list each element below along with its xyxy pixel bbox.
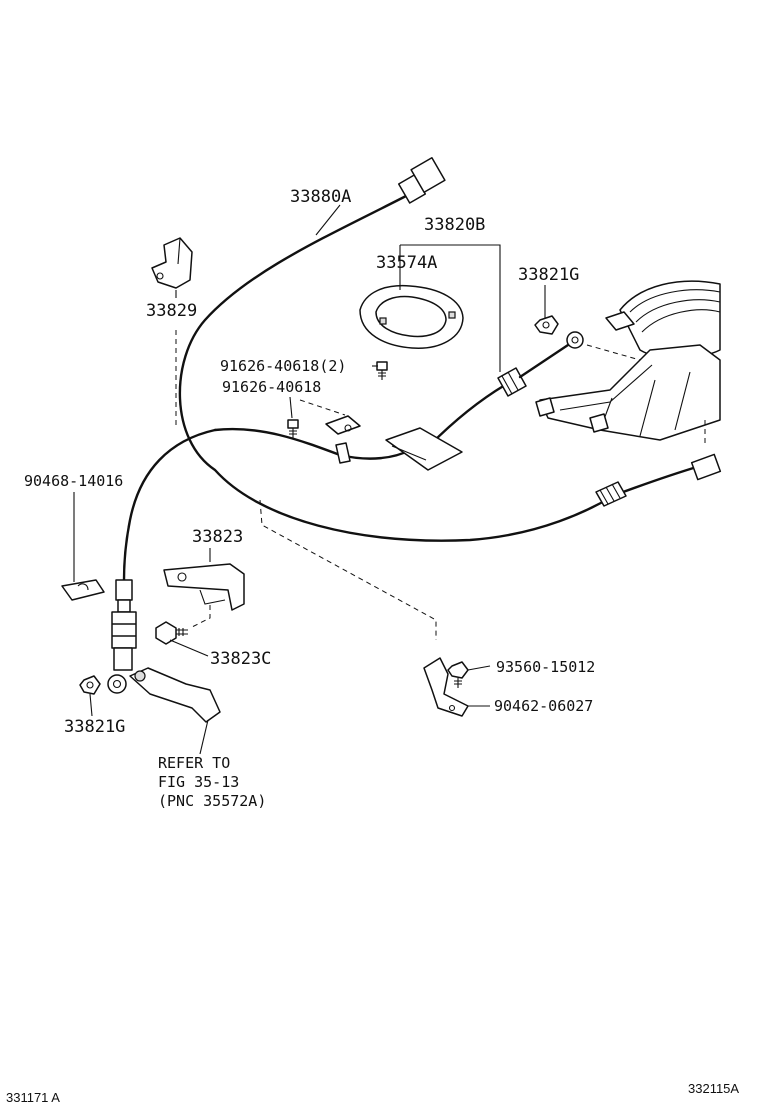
leader-lines xyxy=(73,204,546,755)
label-33880a: 33880A xyxy=(290,187,351,207)
transmission-lever-part xyxy=(129,667,221,723)
clip-90468-14016 xyxy=(61,579,105,601)
bolt-91626-40618-2 xyxy=(376,361,388,380)
callout-labels: 33880A 33820B 33574A 33821G 33829 91626-… xyxy=(24,187,595,737)
cable-33880a xyxy=(178,156,722,542)
footer-right-code: 332115A xyxy=(688,1081,739,1096)
label-93560-15012: 93560-15012 xyxy=(496,658,595,676)
reference-note-line-1: REFER TO xyxy=(158,754,230,772)
shift-lever-housing xyxy=(535,280,721,441)
label-33574a: 33574A xyxy=(376,253,437,273)
screw-93560-15012 xyxy=(447,661,469,688)
label-33821g-top: 33821G xyxy=(518,265,579,285)
label-90468-14016: 90468-14016 xyxy=(24,472,123,490)
label-33821g-bottom: 33821G xyxy=(64,717,125,737)
reference-note-line-2: FIG 35-13 xyxy=(158,773,239,791)
label-33820b: 33820B xyxy=(424,215,485,235)
label-33823c: 33823C xyxy=(210,649,271,669)
dashed-guide-lines xyxy=(175,330,706,640)
bolt-91626-40618 xyxy=(287,419,299,438)
cable-to-rod xyxy=(107,427,412,694)
footer-left-code: 331171 A xyxy=(6,1090,60,1105)
label-91626-40618: 91626-40618 xyxy=(222,378,321,396)
plate-33574a xyxy=(359,284,464,349)
reference-note-line-3: (PNC 35572A) xyxy=(158,792,266,810)
label-90462-06027: 90462-06027 xyxy=(494,697,593,715)
label-33823: 33823 xyxy=(192,527,243,547)
shift-lever-assy-33820b xyxy=(325,331,584,471)
bracket-33829 xyxy=(151,237,193,289)
reference-note: REFER TO FIG 35-13 (PNC 35572A) xyxy=(158,754,266,810)
label-33829: 33829 xyxy=(146,301,197,321)
nut-33821g-bottom xyxy=(79,675,101,695)
label-91626-40618-2: 91626-40618(2) xyxy=(220,357,346,375)
bracket-33823 xyxy=(163,563,245,611)
nut-33821g-top xyxy=(534,315,559,335)
bolt-33823c xyxy=(155,621,188,645)
